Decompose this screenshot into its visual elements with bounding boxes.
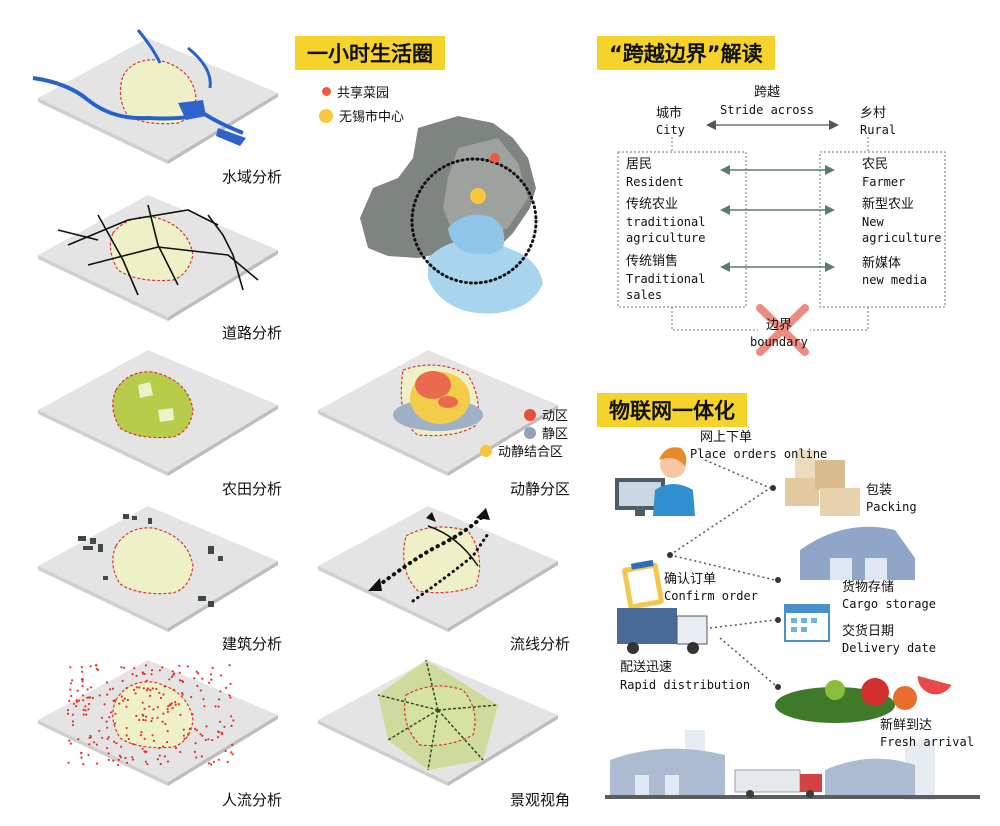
delivery-zh: 交货日期 bbox=[842, 624, 895, 639]
truck-icon bbox=[617, 608, 708, 654]
packing-en: Packing bbox=[866, 500, 917, 514]
active-zone-icon bbox=[524, 408, 536, 421]
legend-garden-label: 共享菜园 bbox=[337, 86, 390, 101]
water-analysis-label: 水域分析 bbox=[222, 168, 283, 186]
stride-zh: 跨越 bbox=[754, 85, 781, 100]
left-item-2-zh: 传统农业 bbox=[626, 197, 679, 212]
boundary-title: “跨越边界”解读 bbox=[597, 36, 775, 70]
stride-en: Stride across bbox=[720, 103, 814, 117]
boundary-zh: 边界 bbox=[766, 318, 793, 333]
legend-quiet: 静区 bbox=[524, 423, 568, 442]
city-en: City bbox=[656, 123, 685, 137]
delivery-en: Delivery date bbox=[842, 641, 936, 655]
water-analysis-map bbox=[28, 28, 288, 168]
right-item-1-en: Farmer bbox=[862, 175, 906, 189]
storage-icon bbox=[800, 526, 915, 580]
road-analysis-map bbox=[28, 185, 288, 325]
iot-diagram bbox=[605, 430, 995, 820]
view-analysis-map bbox=[308, 650, 568, 790]
quiet-zone-icon bbox=[524, 426, 536, 439]
road-analysis-label: 道路分析 bbox=[222, 324, 283, 342]
rural-zh: 乡村 bbox=[860, 106, 887, 121]
right-item-2-zh: 新型农业 bbox=[862, 197, 915, 212]
left-item-3-zh: 传统销售 bbox=[626, 254, 679, 269]
operator-icon bbox=[615, 447, 695, 516]
people-analysis-map bbox=[28, 650, 288, 790]
confirm-en: Confirm order bbox=[664, 589, 758, 603]
right-item-1-zh: 农民 bbox=[862, 157, 889, 172]
calendar-icon bbox=[784, 604, 830, 642]
fresh-zh: 新鲜到达 bbox=[880, 718, 933, 733]
left-item-3-en: Traditional sales bbox=[626, 272, 706, 302]
life-circle-title: 一小时生活圈 bbox=[295, 36, 445, 70]
right-item-3-zh: 新媒体 bbox=[862, 256, 902, 271]
flow-analysis-map bbox=[308, 496, 568, 636]
wuxi-map bbox=[358, 108, 563, 318]
view-analysis-label: 景观视角 bbox=[510, 791, 571, 809]
building-analysis-label: 建筑分析 bbox=[222, 635, 283, 653]
online-en: Place orders online bbox=[690, 447, 828, 461]
farm-analysis-label: 农田分析 bbox=[222, 480, 283, 498]
boundary-en: boundary bbox=[750, 335, 808, 349]
legend-center: 无锡市中心 bbox=[319, 106, 404, 125]
legend-quiet-label: 静区 bbox=[542, 427, 569, 442]
online-zh: 网上下单 bbox=[700, 430, 753, 445]
storage-zh: 货物存储 bbox=[842, 580, 895, 595]
farm-analysis-map bbox=[28, 340, 288, 480]
legend-active: 动区 bbox=[524, 405, 568, 424]
confirm-order-icon bbox=[622, 559, 664, 610]
rural-en: Rural bbox=[860, 123, 897, 137]
legend-garden: 共享菜园 bbox=[322, 82, 389, 101]
zone-analysis-label: 动静分区 bbox=[510, 480, 571, 498]
warehouse-scene bbox=[605, 730, 980, 800]
garden-dot-icon bbox=[322, 87, 331, 96]
legend-mixed-label: 动静结合区 bbox=[498, 445, 564, 460]
mixed-zone-icon bbox=[480, 444, 492, 457]
right-item-3-en: new media bbox=[862, 273, 928, 287]
legend-active-label: 动区 bbox=[542, 409, 569, 424]
legend-center-label: 无锡市中心 bbox=[339, 110, 405, 125]
fresh-produce-icon bbox=[775, 675, 952, 723]
rapid-en: Rapid distribution bbox=[620, 678, 751, 692]
flow-analysis-label: 流线分析 bbox=[510, 635, 571, 653]
legend-mixed: 动静结合区 bbox=[480, 441, 563, 460]
boundary-diagram bbox=[600, 80, 960, 360]
packing-zh: 包装 bbox=[866, 483, 893, 498]
building-analysis-map bbox=[28, 496, 288, 636]
packing-icon bbox=[785, 450, 860, 516]
city-zh: 城市 bbox=[656, 106, 683, 121]
iot-title: 物联网一体化 bbox=[597, 393, 747, 427]
center-dot-icon bbox=[319, 108, 333, 123]
fresh-en: Fresh arrival bbox=[880, 735, 974, 749]
left-item-1-en: Resident bbox=[626, 175, 684, 189]
left-item-2-en: traditional agriculture bbox=[626, 215, 706, 245]
right-item-2-en: New agriculture bbox=[862, 215, 942, 245]
storage-en: Cargo storage bbox=[842, 597, 936, 611]
rapid-zh: 配送迅速 bbox=[620, 660, 673, 675]
people-analysis-label: 人流分析 bbox=[222, 791, 283, 809]
confirm-zh: 确认订单 bbox=[664, 572, 717, 587]
zone-analysis-map bbox=[308, 340, 568, 480]
left-item-1-zh: 居民 bbox=[626, 157, 653, 172]
